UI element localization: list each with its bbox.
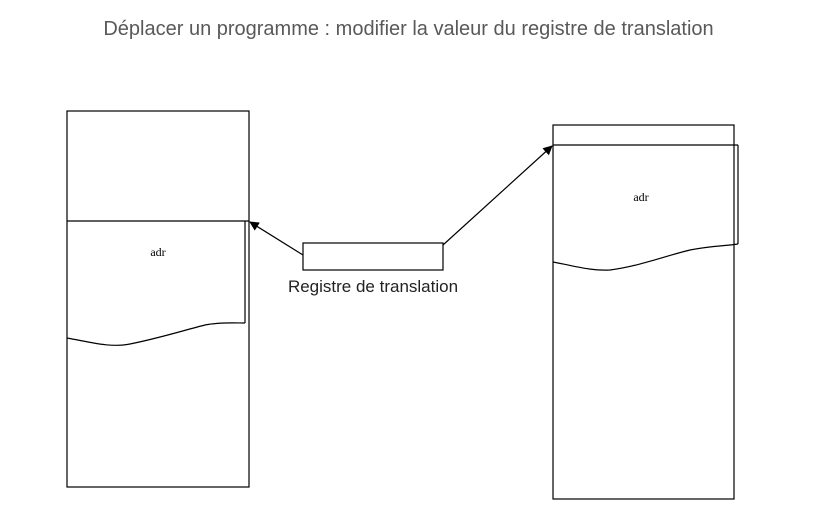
arrow-to-left-program-base [249, 221, 304, 256]
right-memory-box [552, 124, 735, 500]
left-program-segment: adr [66, 220, 249, 346]
left-adr-label: adr [150, 245, 165, 259]
slide-title: Déplacer un programme : modifier la vale… [103, 18, 714, 40]
right-program-wavy-end [552, 243, 739, 271]
left-memory: adr [66, 110, 250, 488]
relocation-register-caption: Registre de translation [288, 277, 458, 296]
right-memory: adr [552, 124, 739, 500]
right-adr-label: adr [633, 190, 648, 204]
arrow-to-right-program-base [442, 145, 553, 246]
left-program-wavy-end [66, 322, 246, 346]
left-memory-box [66, 110, 250, 488]
relocation-register-box [302, 242, 444, 271]
right-program-segment: adr [552, 144, 739, 271]
relocation-register: Registre de translation [288, 242, 458, 296]
